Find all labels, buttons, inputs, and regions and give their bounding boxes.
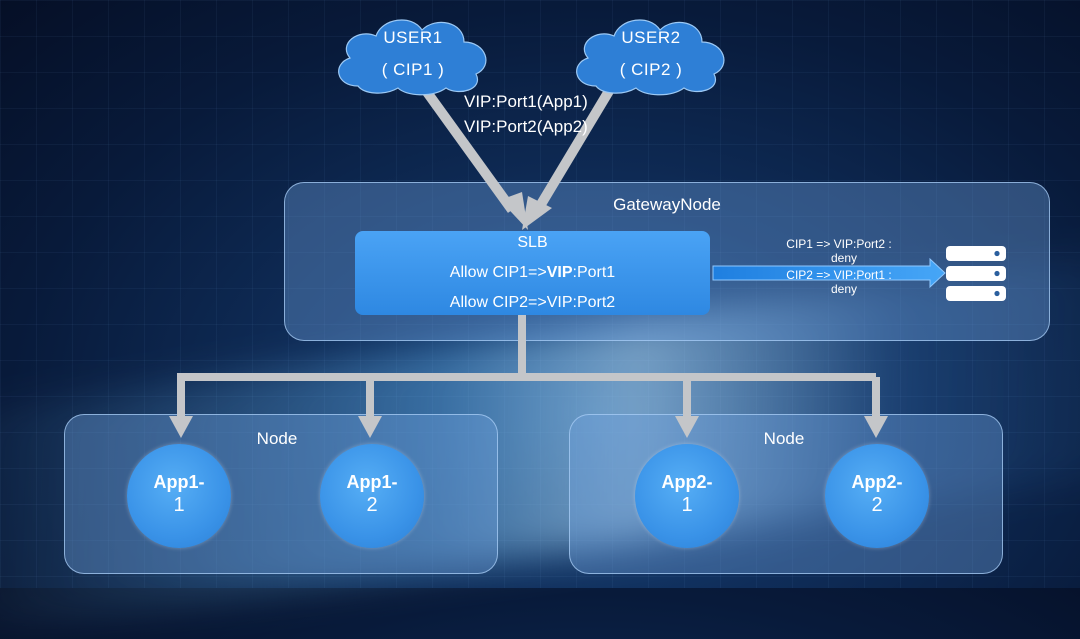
- user2-arrow-shaft: [535, 83, 617, 209]
- user1-arrow-head: [500, 192, 528, 230]
- app-circle-app1-1: App1- 1: [127, 444, 231, 548]
- app-name: App1-: [153, 472, 205, 492]
- arrowhead-app2-1: [675, 416, 699, 438]
- user1-cloud: USER1 ( CIP1 ): [328, 8, 498, 98]
- connector-arrows: [169, 83, 1006, 438]
- deny-rule-2-line1: CIP2 => VIP:Port1 :: [786, 268, 892, 282]
- user1-ip: ( CIP1 ): [381, 60, 445, 79]
- deny-rule-1-line2: deny: [830, 251, 858, 265]
- app-circle-app2-1: App2- 1: [635, 444, 739, 548]
- app-number: 1: [681, 494, 693, 516]
- slb-rule-1-bold: VIP: [546, 264, 573, 281]
- app-circle-app1-2: App1- 2: [320, 444, 424, 548]
- slb-title: SLB: [517, 234, 548, 251]
- gateway-node-title: GatewayNode: [613, 195, 721, 214]
- arrowhead-app1-2: [358, 416, 382, 438]
- user2-ip: ( CIP2 ): [619, 60, 683, 79]
- slb-rule-1: Allow CIP1=>VIP:Port1: [355, 264, 710, 282]
- arrowhead-app2-2: [864, 416, 888, 438]
- server-icon: [946, 246, 1006, 301]
- cloud-icon: [338, 19, 487, 96]
- app-number: 2: [366, 494, 378, 516]
- slb-rule-2: Allow CIP2=>VIP:Port2: [449, 294, 616, 311]
- app-name: App2-: [851, 472, 903, 492]
- user2-name: USER2: [621, 28, 681, 47]
- deny-rule-2: CIP2 => VIP:Port1 : deny: [754, 268, 924, 296]
- vip-line-2: VIP:Port2(App2): [464, 117, 588, 136]
- node-title-1: Node: [256, 429, 298, 448]
- app-name: App2-: [661, 472, 713, 492]
- deny-rule-2-line2: deny: [830, 282, 858, 296]
- app-number: 1: [173, 494, 185, 516]
- app-circle-app2-2: App2- 2: [825, 444, 929, 548]
- slb-box: SLB Allow CIP1=>VIP:Port1 Allow CIP2=>VI…: [355, 231, 710, 315]
- user1-name: USER1: [383, 28, 443, 47]
- node-panel-1: Node: [64, 414, 498, 574]
- slb-rule-1-suffix: :Port1: [572, 264, 616, 281]
- deny-rule-1-line1: CIP1 => VIP:Port2 :: [786, 237, 892, 251]
- user2-cloud: USER2 ( CIP2 ): [566, 8, 736, 98]
- vip-line-1: VIP:Port1(App1): [464, 92, 588, 111]
- slb-rule-1-prefix: Allow CIP1=>: [449, 264, 547, 281]
- app-number: 2: [871, 494, 883, 516]
- arrowhead-app1-1: [169, 416, 193, 438]
- deny-arrow: [712, 257, 946, 289]
- cloud-icon: [576, 19, 725, 96]
- user2-arrow-head: [522, 196, 552, 230]
- app-name: App1-: [346, 472, 398, 492]
- deny-rule-1: CIP1 => VIP:Port2 : deny: [754, 237, 924, 265]
- node-title-2: Node: [763, 429, 805, 448]
- user1-arrow-shaft: [419, 85, 517, 213]
